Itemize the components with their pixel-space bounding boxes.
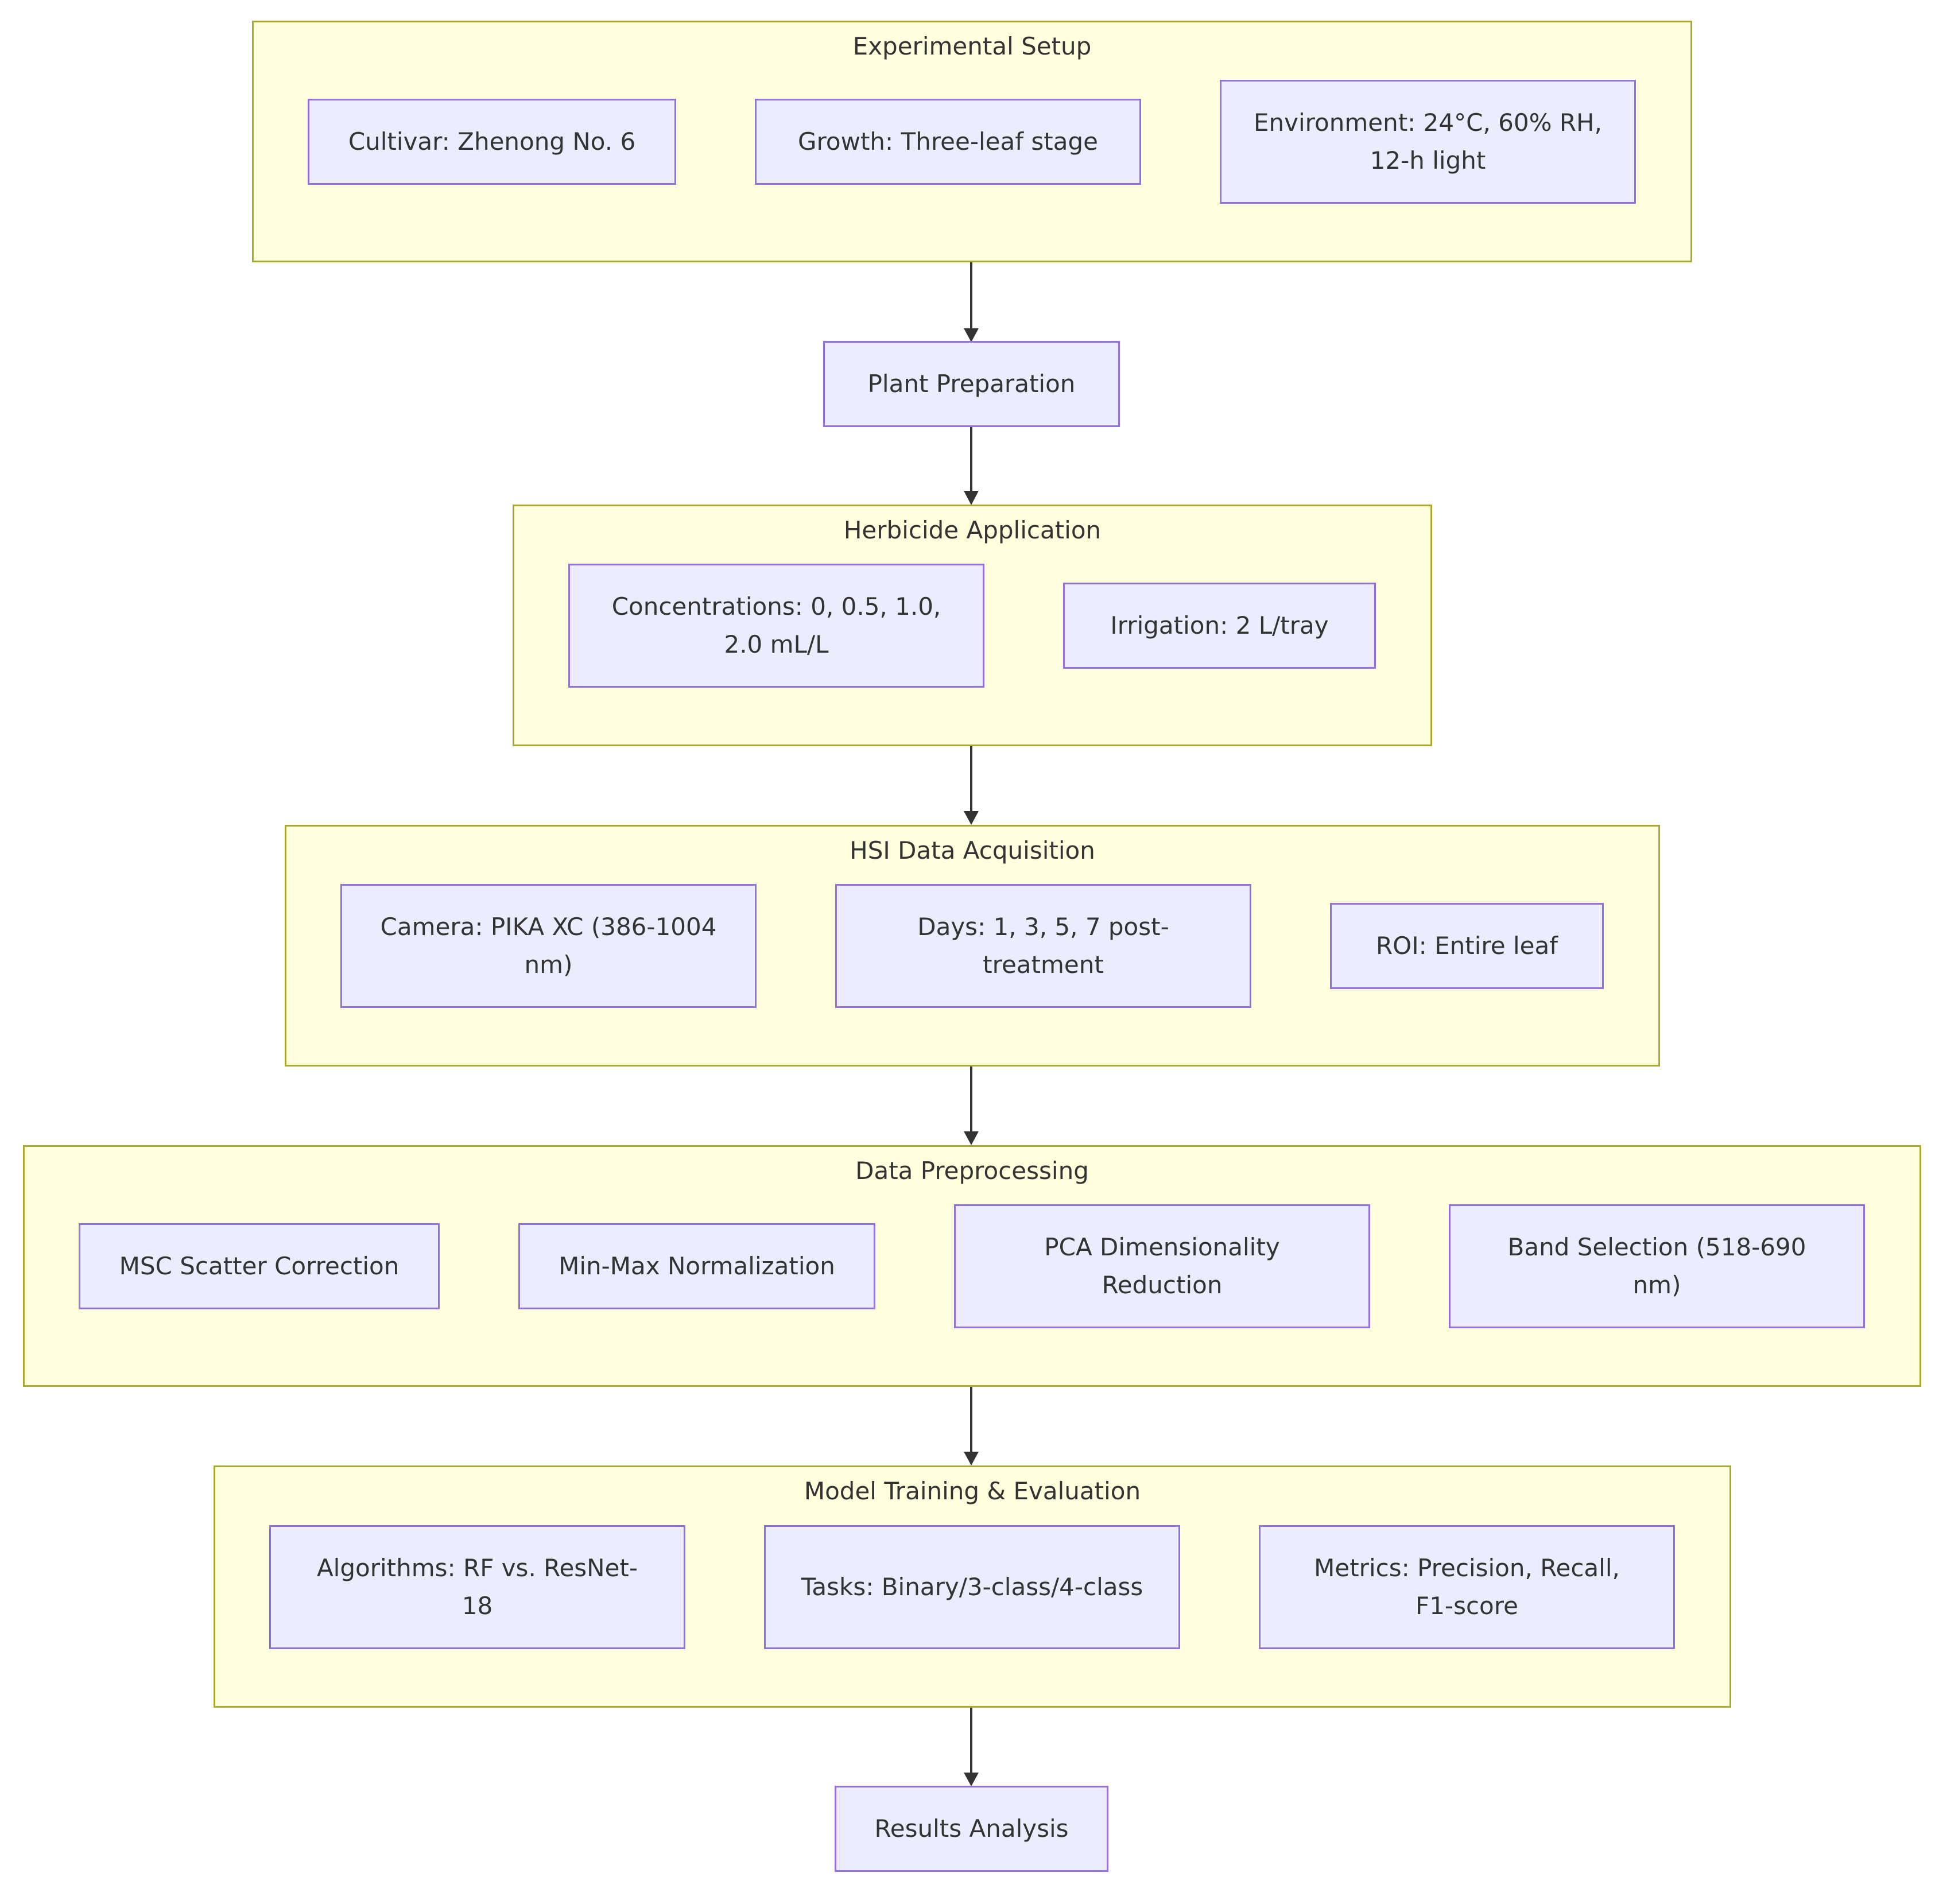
node-label: Plant Preparation [867,370,1076,398]
arrowhead-model [964,1452,979,1465]
node-label: Days: 1, 3, 5, 7 post-treatment [917,913,1169,979]
node-label: Band Selection (518-690 nm) [1507,1233,1806,1299]
node-label: ROI: Entire leaf [1376,932,1558,960]
group-title: Herbicide Application [843,516,1102,544]
node-days[interactable]: Days: 1, 3, 5, 7 post-treatment [835,884,1251,1008]
node-irrigation[interactable]: Irrigation: 2 L/tray [1063,583,1376,669]
group-title: HSI Data Acquisition [850,836,1095,864]
node-label: Camera: PIKA XC (386-1004 nm) [380,913,717,979]
node-label: Results Analysis [874,1814,1069,1843]
node-environment[interactable]: Environment: 24°C, 60% RH, 12-h light [1220,80,1636,204]
node-label: Concentrations: 0, 0.5, 1.0, 2.0 mL/L [611,592,941,658]
group-title: Data Preprocessing [855,1157,1089,1185]
node-label: Irrigation: 2 L/tray [1110,611,1329,639]
arrowhead-hsi [964,811,979,825]
node-plant-preparation[interactable]: Plant Preparation [823,341,1120,427]
node-tasks[interactable]: Tasks: Binary/3-class/4-class [764,1525,1180,1649]
group-title: Experimental Setup [852,32,1092,60]
node-label: Algorithms: RF vs. ResNet-18 [316,1554,638,1620]
arrowhead-preprocessing [964,1131,979,1145]
arrowhead-herbicide [964,491,979,505]
node-min-max-normalization[interactable]: Min-Max Normalization [518,1223,875,1309]
node-pca-reduction[interactable]: PCA Dimensionality Reduction [954,1204,1370,1328]
node-camera[interactable]: Camera: PIKA XC (386-1004 nm) [340,884,757,1008]
node-label: Environment: 24°C, 60% RH, 12-h light [1254,108,1602,174]
node-cultivar[interactable]: Cultivar: Zhenong No. 6 [308,99,676,185]
node-label: MSC Scatter Correction [119,1252,400,1280]
node-label: Cultivar: Zhenong No. 6 [348,127,636,156]
node-label: PCA Dimensionality Reduction [1044,1233,1280,1299]
arrowhead-preparation [964,328,979,342]
arrowhead-results [964,1773,979,1786]
node-label: Metrics: Precision, Recall, F1-score [1314,1554,1620,1620]
node-results-analysis[interactable]: Results Analysis [835,1786,1108,1872]
node-roi[interactable]: ROI: Entire leaf [1330,903,1604,989]
node-metrics[interactable]: Metrics: Precision, Recall, F1-score [1259,1525,1675,1649]
node-band-selection[interactable]: Band Selection (518-690 nm) [1449,1204,1865,1328]
node-label: Min-Max Normalization [559,1252,835,1280]
group-title: Model Training & Evaluation [804,1477,1141,1505]
node-label: Growth: Three-leaf stage [798,127,1098,156]
node-growth[interactable]: Growth: Three-leaf stage [755,99,1141,185]
node-concentrations[interactable]: Concentrations: 0, 0.5, 1.0, 2.0 mL/L [568,564,984,688]
node-algorithms[interactable]: Algorithms: RF vs. ResNet-18 [269,1525,685,1649]
node-label: Tasks: Binary/3-class/4-class [801,1573,1143,1601]
node-msc-scatter-correction[interactable]: MSC Scatter Correction [79,1223,440,1309]
